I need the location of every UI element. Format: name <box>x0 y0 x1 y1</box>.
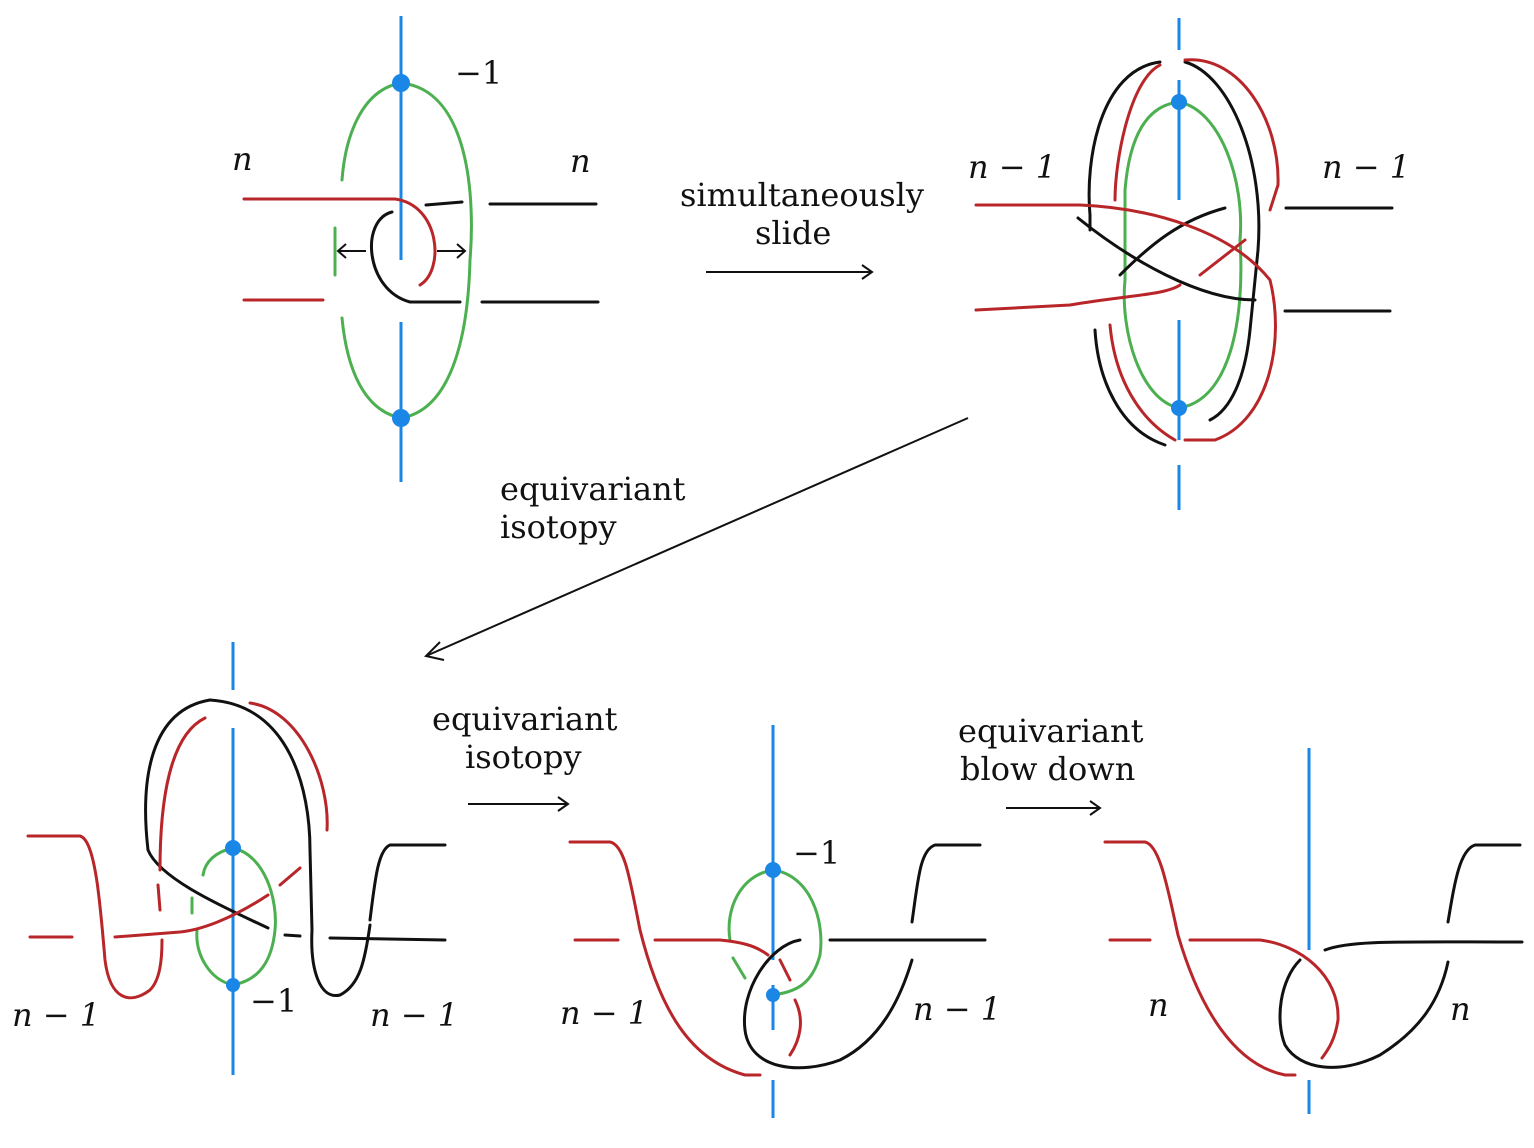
red-loop-bottom-left <box>1108 323 1177 442</box>
black-strand-upper-right <box>1446 843 1522 924</box>
fixed-point-bottom <box>392 409 410 427</box>
panel-top-left: n n −1 <box>232 16 600 482</box>
black-loop-left-top <box>1087 60 1162 232</box>
red-strand-left <box>568 840 762 1077</box>
arrow-iso2: equivariant isotopy <box>432 700 618 812</box>
fixed-point-bottom <box>226 978 240 992</box>
arrow-blowdown-line1: equivariant <box>958 712 1144 750</box>
label-right: n − 1 <box>370 996 458 1034</box>
red-dash <box>778 958 792 982</box>
label-right: n <box>1450 990 1471 1028</box>
arrow-iso1-line1: equivariant <box>500 470 686 508</box>
arrow-iso2-line1: equivariant <box>432 700 618 738</box>
red-dash <box>1198 238 1247 277</box>
panel-bottom-left: −1 n − 1 n − 1 <box>12 642 458 1075</box>
red-strand-left <box>1103 840 1297 1077</box>
panel-bottom-middle: −1 n − 1 n − 1 <box>560 725 1001 1118</box>
label-right: n − 1 <box>913 990 1001 1028</box>
green-curve-left-bottom <box>340 316 403 420</box>
black-dash <box>424 200 464 207</box>
slide-direction-arrows <box>336 243 467 259</box>
red-cross <box>113 893 270 939</box>
arrow-iso2-line2: isotopy <box>465 738 582 776</box>
green-curve-left <box>727 868 775 942</box>
label-left: n − 1 <box>12 996 100 1034</box>
framing-label: −1 <box>250 982 297 1020</box>
red-strand-left <box>26 834 164 1000</box>
black-loop <box>370 210 462 304</box>
framing-label: −1 <box>793 834 840 872</box>
fixed-point-top <box>392 74 410 92</box>
black-cross-2 <box>1118 206 1227 277</box>
black-loop-right <box>1183 60 1261 422</box>
red-loop-right <box>248 701 329 832</box>
black-loop <box>1278 958 1450 1069</box>
label-left: n <box>232 140 253 178</box>
black-loop-left <box>144 698 270 930</box>
red-loop-top <box>1183 58 1280 212</box>
label-right: n − 1 <box>1322 148 1410 186</box>
arrow-slide-line2: slide <box>755 214 831 252</box>
arrow-blowdown-line2: blow down <box>960 750 1135 788</box>
arrow-iso1-line2: isotopy <box>500 508 617 546</box>
black-dash <box>283 933 302 938</box>
red-loop-left <box>1113 63 1162 202</box>
black-loop-right <box>208 698 372 997</box>
arrow-slide-line1: simultaneously <box>680 176 924 214</box>
green-dash <box>731 956 747 980</box>
panel-bottom-right: n n <box>1103 748 1524 1114</box>
green-curve <box>195 846 277 987</box>
fixed-point-bottom <box>766 988 780 1002</box>
label-left: n − 1 <box>560 994 648 1032</box>
panel-top-right: n − 1 n − 1 <box>968 18 1410 510</box>
fixed-point-bottom <box>1171 400 1187 416</box>
red-strand-upper <box>242 197 437 287</box>
label-left: n <box>1148 986 1169 1024</box>
black-strand-upper-right <box>910 843 982 924</box>
fixed-point-top <box>765 862 781 878</box>
arrow-blowdown: equivariant blow down <box>958 712 1144 816</box>
red-loop-left <box>158 716 207 872</box>
green-curve-right <box>399 81 473 420</box>
red-cross <box>1188 938 1340 1060</box>
red-dash-2 <box>156 883 162 912</box>
label-left: n − 1 <box>968 148 1056 186</box>
green-curve-left-top <box>340 81 403 182</box>
black-strand-lower-right <box>328 936 447 942</box>
red-strand-upper <box>974 203 1277 442</box>
red-tail <box>788 998 802 1057</box>
red-strand-lower <box>974 283 1182 312</box>
green-curve-right <box>771 868 823 997</box>
black-strand-upper-right <box>368 843 447 922</box>
black-cross <box>1076 216 1257 302</box>
black-strand-lower-right <box>1323 940 1524 952</box>
black-loop-left-bottom <box>1093 328 1167 447</box>
red-cross <box>653 938 770 957</box>
black-loop <box>742 938 914 1070</box>
fixed-point-top <box>225 840 241 856</box>
red-dash <box>278 866 302 887</box>
fixed-point-top <box>1171 94 1187 110</box>
arrow-iso1: equivariant isotopy <box>424 417 969 661</box>
framing-label: −1 <box>455 54 502 92</box>
label-right: n <box>570 142 591 180</box>
arrow-slide: simultaneously slide <box>680 176 924 280</box>
